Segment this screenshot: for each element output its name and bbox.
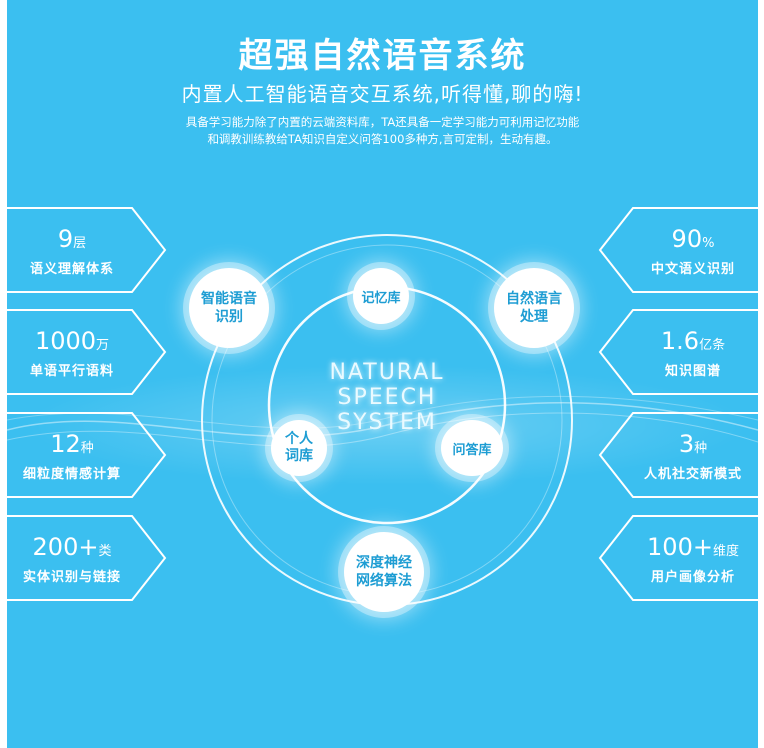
description-line-1: 具备学习能力除了内置的云端资料库，TA还具备一定学习能力可利用记忆功能: [185, 115, 580, 129]
arrow-frame-icon: [7, 412, 167, 498]
stat-unit: 亿条: [699, 338, 726, 353]
emblem-line-2: SPEECH: [337, 385, 437, 410]
node-label-line: 问答库: [452, 442, 492, 458]
node-label-line: 自然语言: [506, 291, 562, 307]
stat-label: 单语平行语料: [29, 364, 114, 379]
node-deep-learning: 深度神经网络算法: [344, 532, 424, 612]
stat-unit: 维度: [712, 544, 739, 559]
stat-social-modes: 3种 人机社交新模式: [598, 411, 758, 499]
feature-panel: 超强自然语音系统 内置人工智能语音交互系统,听得懂,聊的嗨! 具备学习能力除了内…: [7, 0, 758, 748]
page-description: 具备学习能力除了内置的云端资料库，TA还具备一定学习能力可利用记忆功能 和调教训…: [7, 114, 758, 148]
node-label-line: 个人: [285, 431, 313, 447]
stat-value: 9: [57, 225, 74, 253]
stat-label: 语义理解体系: [29, 262, 114, 277]
stat-label: 用户画像分析: [650, 570, 735, 585]
emblem-line-1: NATURAL: [329, 360, 445, 385]
node-label-line: 智能语音: [201, 291, 257, 307]
stat-semantic-layers: 9层 语义理解体系: [7, 206, 167, 294]
stat-value: 1000: [34, 327, 97, 355]
node-nlp: 自然语言处理: [494, 268, 574, 348]
stat-label: 实体识别与链接: [22, 570, 121, 585]
stat-label: 中文语义识别: [650, 262, 735, 277]
node-memory: 记忆库: [353, 268, 409, 324]
arrow-frame-icon: [598, 309, 758, 395]
node-personal-lexicon: 个人词库: [271, 420, 327, 476]
stat-value: 12: [50, 430, 81, 458]
stat-label: 人机社交新模式: [643, 467, 742, 482]
stat-unit: 种: [694, 441, 708, 456]
node-label-line: 词库: [285, 448, 313, 464]
emblem-line-3: SYSTEM: [337, 410, 437, 435]
stat-unit: %: [702, 236, 715, 251]
arrow-frame-icon: [7, 309, 167, 395]
stat-knowledge-graph: 1.6亿条 知识图谱: [598, 308, 758, 396]
node-label-line: 深度神经: [356, 555, 412, 571]
arrow-frame-icon: [598, 207, 758, 293]
stat-emotion-computing: 12种 细粒度情感计算: [7, 411, 167, 499]
stat-value: 1.6: [660, 327, 700, 355]
background-decoration: [7, 234, 758, 606]
page-title: 超强自然语音系统: [238, 36, 527, 76]
stat-unit: 种: [80, 441, 94, 456]
arrow-frame-icon: [598, 515, 758, 601]
stat-chinese-semantic: 90% 中文语义识别: [598, 206, 758, 294]
description-line-2: 和调教训练教给TA知识自定义问答100多种方,言可定制，生动有趣。: [207, 132, 558, 146]
node-label-line: 网络算法: [356, 573, 412, 589]
node-qa: 问答库: [441, 420, 503, 476]
stat-label: 知识图谱: [664, 364, 721, 379]
node-label-line: 记忆库: [361, 290, 401, 306]
stat-value: 200+: [32, 533, 99, 561]
stat-unit: 层: [73, 236, 87, 251]
arrow-frame-icon: [7, 515, 167, 601]
arrow-frame-icon: [598, 412, 758, 498]
stat-unit: 类: [98, 544, 112, 559]
stat-value: 90: [671, 225, 703, 253]
stat-user-profile: 100+维度 用户画像分析: [598, 514, 758, 602]
stat-parallel-corpus: 1000万 单语平行语料: [7, 308, 167, 396]
natural-speech-system-emblem: NATURAL SPEECH SYSTEM: [287, 360, 487, 435]
node-label-line: 识别: [215, 309, 243, 325]
stat-unit: 万: [96, 338, 110, 353]
node-label-line: 处理: [520, 309, 548, 325]
node-speech-recognition: 智能语音识别: [189, 268, 269, 348]
page-subtitle: 内置人工智能语音交互系统,听得懂,聊的嗨!: [181, 82, 584, 106]
stat-value: 3: [678, 430, 695, 458]
stat-label: 细粒度情感计算: [22, 467, 121, 482]
stat-value: 100+: [647, 533, 713, 561]
arrow-frame-icon: [7, 207, 167, 293]
stat-entity-recognition: 200+类 实体识别与链接: [7, 514, 167, 602]
